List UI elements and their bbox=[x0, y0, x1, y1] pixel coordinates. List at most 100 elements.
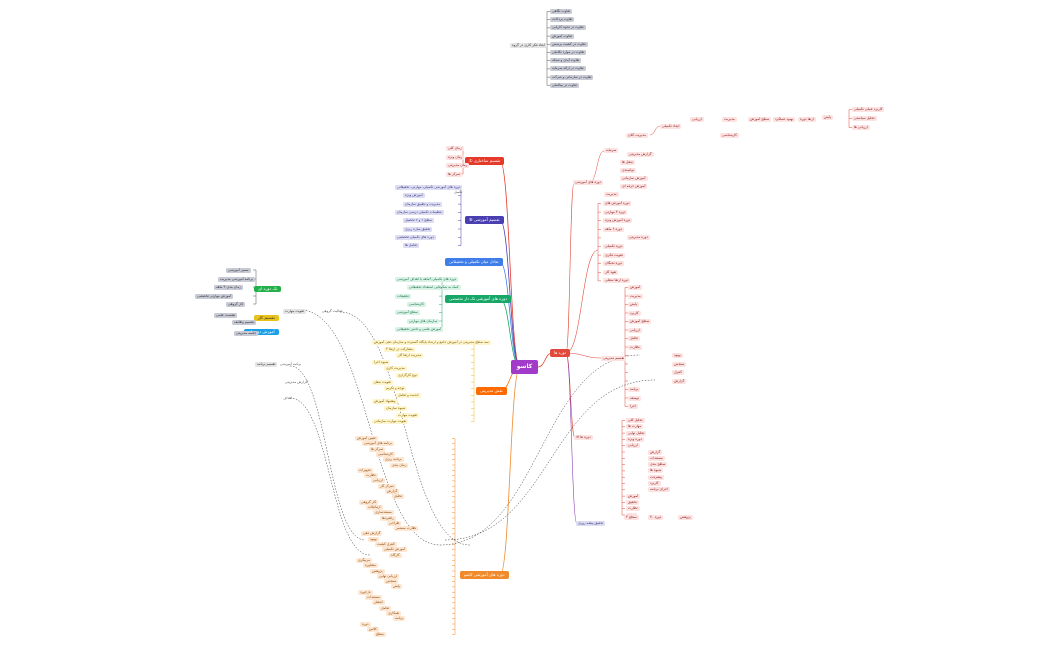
r1-sub[interactable]: آموزش حرفه ای bbox=[620, 184, 648, 189]
educational-extra[interactable]: تکمیل bbox=[454, 190, 463, 194]
r1-chain[interactable]: مدیریت bbox=[722, 117, 737, 122]
r3-item[interactable]: بهبود bbox=[672, 353, 683, 358]
right-branch-4[interactable]: دوره ها ⑩ bbox=[574, 435, 593, 440]
r1-chain[interactable]: ارزیابی bbox=[690, 117, 704, 122]
r1-top[interactable]: گزارش مدیریتی bbox=[627, 152, 654, 157]
management-item[interactable]: سه سطح مدیریتی در آموزش جامع و ارشاد پای… bbox=[372, 340, 491, 345]
specialized-item[interactable]: دوره های تکمیلی ۹ماهه با اهداف آموزشی bbox=[395, 277, 459, 282]
kaso-course-item[interactable]: پایش bbox=[391, 584, 403, 590]
r4-item[interactable]: شیوه ها bbox=[648, 468, 664, 474]
specialized-item[interactable]: تحقیقات bbox=[395, 293, 411, 299]
right-branch-1[interactable]: دوره های آموزشی bbox=[573, 180, 604, 185]
r2-item[interactable]: دوره ۳ مهارتی bbox=[603, 209, 628, 215]
r1-top[interactable]: سرمایه bbox=[604, 148, 619, 153]
right-branch-5[interactable]: تحقیق پیشه روزی bbox=[576, 521, 606, 526]
r1-top[interactable]: مدیریت کلان bbox=[626, 133, 648, 138]
r4-item[interactable]: اجرای برنامه bbox=[648, 487, 671, 493]
top-cluster-item[interactable]: تفاوت در بینالملی bbox=[550, 82, 579, 88]
kaso-course-item[interactable]: گزارش دهی bbox=[361, 531, 383, 537]
branch-balance[interactable]: تعادل میان تکمیلی و تحقیقاتی bbox=[445, 258, 503, 266]
r4-item[interactable]: ارزیابی bbox=[626, 443, 640, 449]
r1-chain[interactable]: ایجاد تکمیلی bbox=[660, 124, 682, 129]
r4-item[interactable]: مستندات bbox=[648, 455, 665, 461]
top-cluster-item[interactable]: تفاوت در ارائه سرمایه bbox=[550, 66, 586, 72]
r2-item[interactable]: دوره تکمیلی bbox=[603, 244, 625, 249]
kaso-course-item[interactable]: سنجش bbox=[384, 579, 399, 585]
far-left-3[interactable]: گزارش مدیریتی bbox=[285, 380, 308, 384]
left-blue-node[interactable]: آموزش دوره ای bbox=[244, 329, 279, 335]
left-yellow-node[interactable]: تقسیم کار bbox=[254, 315, 279, 321]
kaso-course-item[interactable]: نظارت مستمر bbox=[394, 526, 419, 532]
far-left-2[interactable]: برنامه آموزشی bbox=[280, 362, 302, 366]
center-node[interactable]: کاسو bbox=[511, 360, 538, 374]
r2-item[interactable]: دوره ارتقا شغلی bbox=[603, 278, 631, 284]
r4-item[interactable]: تحلیل نهایی bbox=[626, 430, 647, 436]
r2-item[interactable]: تقویت فکری bbox=[603, 252, 625, 258]
top-cluster-item[interactable]: تفاوت پرداخت bbox=[550, 17, 575, 23]
r3-item[interactable]: کاربرد bbox=[628, 310, 641, 316]
management-item[interactable]: مدیریت کاری bbox=[384, 366, 407, 372]
r3-item[interactable]: ارزیابی bbox=[628, 327, 642, 333]
kaso-course-item[interactable]: برنامه bbox=[393, 616, 406, 622]
educational-item[interactable]: تنظیمات تکمیلی درسی سازمان bbox=[395, 209, 444, 215]
structural-item[interactable]: زمان ویژه bbox=[446, 154, 465, 160]
r1-leaf[interactable]: ارزیابی ها bbox=[852, 125, 870, 130]
kaso-course-item[interactable]: تعامل bbox=[379, 605, 391, 611]
kaso-course-item[interactable]: زمان بندی bbox=[390, 462, 409, 468]
r3-item[interactable]: مدیریت bbox=[628, 293, 643, 299]
specialized-item[interactable]: کارشناسی bbox=[407, 301, 426, 307]
r1-sub[interactable]: مدیریت bbox=[604, 192, 619, 197]
kaso-course-item[interactable]: دوره bbox=[360, 621, 371, 627]
branch-management-role[interactable]: نقش مدیریتی bbox=[476, 387, 507, 395]
educational-item[interactable]: مدیریت و تطبیق سازمان bbox=[403, 201, 443, 207]
kaso-course-item[interactable]: طراحی bbox=[387, 520, 402, 526]
specialized-item[interactable]: کمک به شکوفایی استعداد تحقیقاتی bbox=[407, 285, 461, 291]
kaso-course-item[interactable]: کار گروهی bbox=[359, 499, 379, 505]
top-cluster-item[interactable]: تفاوت در سازمانی و شرکت bbox=[550, 74, 594, 80]
kaso-course-item[interactable]: بازخورد bbox=[358, 589, 373, 595]
left-item[interactable]: نشست علمی bbox=[214, 313, 238, 318]
management-item[interactable]: توجه و تکریم bbox=[384, 386, 407, 392]
r3-item[interactable]: نظارت bbox=[628, 344, 642, 350]
structural-item[interactable]: زمان کلی bbox=[446, 146, 464, 151]
r1-sub[interactable]: آموزش سازمانی bbox=[620, 176, 648, 181]
management-item[interactable]: مدیریت ارتقا کار bbox=[396, 353, 424, 359]
r1-chain[interactable]: بهبود عملکرد bbox=[773, 117, 796, 122]
branch-courses-hub[interactable]: دوره ها bbox=[550, 349, 571, 357]
r5-item[interactable]: سطح ۳ bbox=[624, 515, 639, 520]
kaso-course-item[interactable]: کنترل کیفیت bbox=[375, 542, 397, 547]
management-item[interactable]: تقویت مهارت سازمانی bbox=[372, 419, 409, 425]
kaso-course-item[interactable]: کلاس bbox=[367, 626, 379, 632]
left-mid-2[interactable]: فعالیت گروهی bbox=[322, 309, 343, 313]
top-cluster-item[interactable]: تفاوت در موارد تکاملی bbox=[550, 50, 587, 55]
top-cluster-item[interactable]: تفاوت در نحوه کاریابی bbox=[550, 25, 586, 31]
right-branch-3[interactable]: تقسیم مدیریتی bbox=[601, 356, 627, 361]
left-item[interactable]: زمان بندی ۳ ماهه bbox=[214, 285, 243, 290]
kaso-course-item[interactable]: ارزیابی bbox=[371, 478, 385, 484]
management-item[interactable]: نوع کارگزاری bbox=[396, 373, 419, 378]
left-mid-1[interactable]: تقویت مهارت bbox=[283, 309, 307, 314]
management-item[interactable]: مشارکت در ارتقا ۳ bbox=[384, 346, 415, 352]
educational-item[interactable]: تعامل ها bbox=[403, 243, 419, 249]
branch-specialized-courses[interactable]: دوره های آموزشی تک دار تخصصی bbox=[445, 295, 511, 303]
left-item[interactable]: برنامه آموزشی مدیریت bbox=[218, 277, 256, 282]
structural-item[interactable]: تمرکز ها bbox=[446, 171, 463, 177]
kaso-course-item[interactable]: برنامه ریزی bbox=[383, 457, 404, 463]
kaso-course-item[interactable]: تمرکز کار bbox=[378, 483, 396, 489]
kaso-course-item[interactable]: تعیین آموزش bbox=[355, 436, 378, 441]
educational-item[interactable]: سطح ۱ و ۲ تحصیل bbox=[403, 218, 435, 224]
specialized-item[interactable]: سازمان های مهارتی bbox=[407, 318, 440, 324]
r4-item[interactable]: نظارت bbox=[626, 506, 640, 512]
kaso-course-item[interactable]: گزارش bbox=[385, 489, 400, 494]
kaso-course-item[interactable]: برنامه های آموزشی bbox=[362, 441, 394, 447]
r4-item[interactable]: مهارت ها bbox=[626, 424, 644, 430]
left-item[interactable]: کار گروهی bbox=[226, 302, 246, 307]
kaso-course-item[interactable]: مستندات bbox=[365, 595, 382, 600]
left-item[interactable]: جلسه مدیریتی bbox=[234, 331, 259, 336]
kaso-course-item[interactable]: تمرکز ها bbox=[369, 446, 386, 452]
branch-educational[interactable]: تقسیم آموزشی ⑧ bbox=[465, 216, 504, 224]
kaso-course-item[interactable]: تجهیزات bbox=[357, 467, 373, 473]
left-item[interactable]: مسیر آموزشی bbox=[226, 268, 251, 273]
r3-item[interactable]: پایش bbox=[628, 302, 640, 307]
r3-item[interactable]: توسعه bbox=[628, 395, 641, 401]
